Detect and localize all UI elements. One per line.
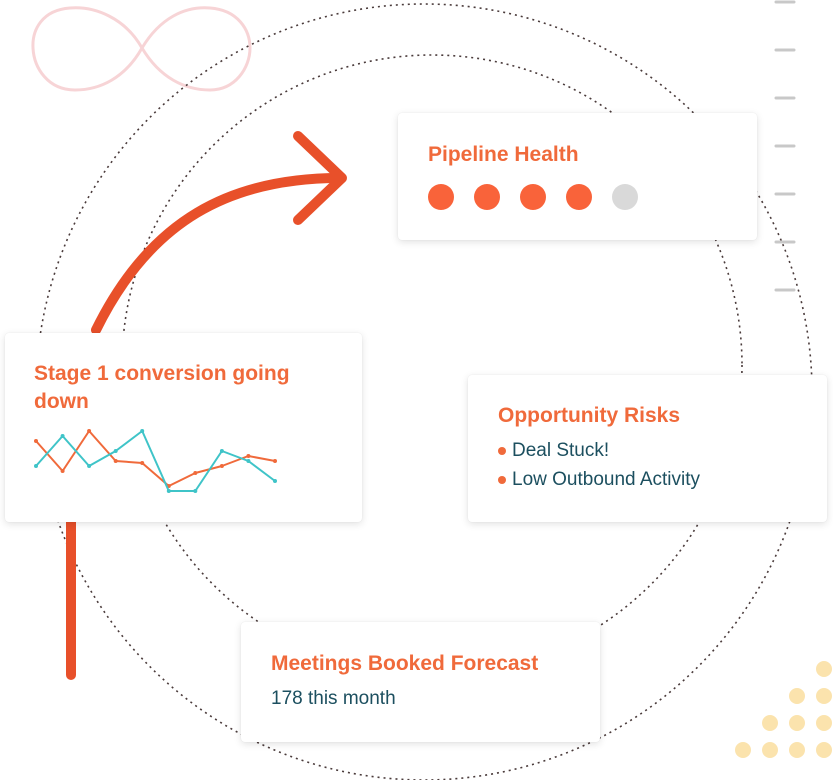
data-point	[60, 469, 65, 473]
data-point	[34, 464, 38, 468]
rating-dot-filled	[428, 184, 454, 210]
data-point	[273, 479, 277, 483]
risk-item-label: Low Outbound Activity	[512, 469, 700, 490]
data-point	[87, 429, 92, 433]
data-point	[219, 464, 224, 468]
rating-dot-empty	[612, 184, 638, 210]
data-point	[113, 449, 118, 453]
opportunity-risks-card: Opportunity Risks Deal Stuck! Low Outbou…	[468, 375, 827, 522]
pipeline-health-card: Pipeline Health	[398, 113, 757, 240]
stage-conversion-chart	[34, 429, 277, 493]
rating-dot-filled	[566, 184, 592, 210]
data-point	[273, 459, 277, 463]
stage-conversion-card: Stage 1 conversion going down	[5, 333, 362, 522]
data-point	[193, 471, 198, 475]
data-point	[60, 434, 65, 438]
data-point	[246, 454, 251, 458]
risk-item: Deal Stuck!	[498, 440, 609, 462]
rating-dot-filled	[520, 184, 546, 210]
meetings-forecast-card: Meetings Booked Forecast 178 this month	[241, 622, 600, 742]
bullet-icon	[498, 447, 506, 455]
meetings-forecast-title: Meetings Booked Forecast	[271, 652, 539, 675]
data-point	[140, 429, 145, 433]
data-point	[140, 461, 145, 465]
decorative-dot-grid	[735, 661, 832, 758]
data-point	[219, 449, 224, 453]
series-line-2	[35, 430, 276, 492]
meetings-forecast-value: 178 this month	[271, 688, 396, 709]
pipeline-health-title: Pipeline Health	[428, 143, 579, 166]
data-point	[34, 439, 38, 443]
risk-item-label: Deal Stuck!	[512, 440, 610, 461]
stage-conversion-title: Stage 1 conversion going down	[34, 362, 290, 413]
bullet-icon	[498, 476, 506, 484]
opportunity-risks-title: Opportunity Risks	[498, 404, 681, 427]
data-point	[166, 489, 171, 493]
rating-dot-filled	[474, 184, 500, 210]
data-point	[246, 459, 251, 463]
data-point	[193, 489, 198, 493]
data-point	[113, 459, 118, 463]
data-point	[87, 464, 92, 468]
growth-arrow	[66, 131, 347, 680]
scale-tick-marks	[774, 0, 796, 292]
risk-item: Low Outbound Activity	[498, 469, 700, 491]
infinity-icon	[31, 6, 252, 92]
